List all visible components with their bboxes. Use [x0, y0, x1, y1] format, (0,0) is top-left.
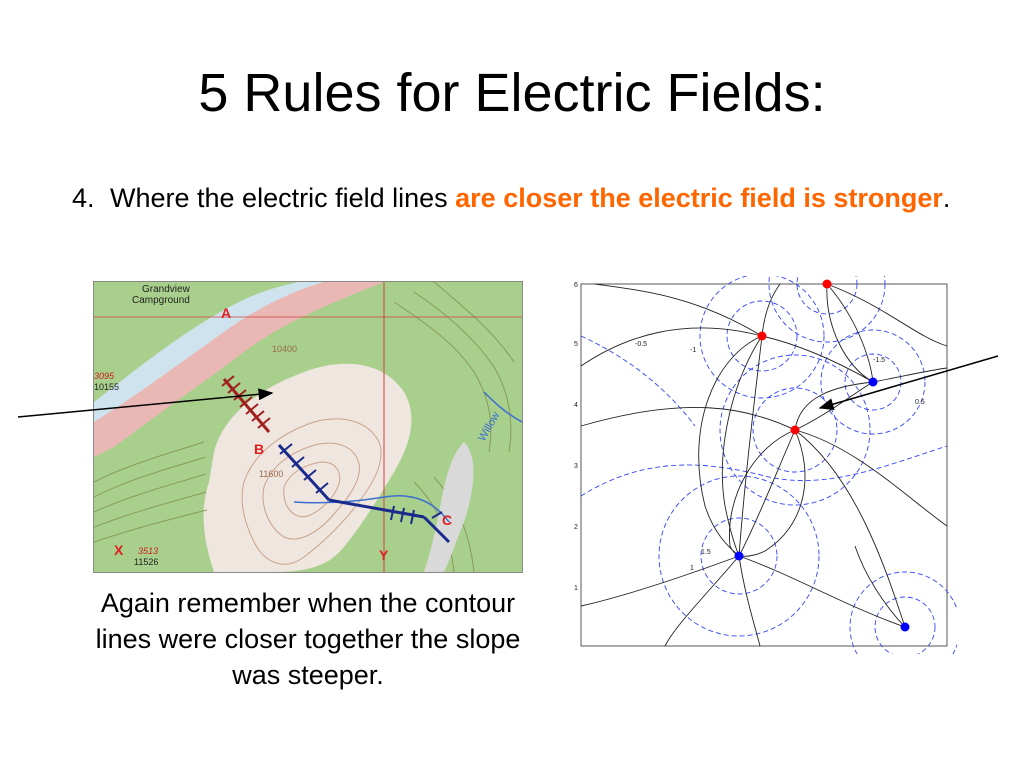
map-place-name-1: Grandview — [142, 284, 191, 295]
positive-charge-1 — [822, 279, 832, 289]
map-elev-1: 3095 — [94, 371, 115, 381]
y-tick-3: 3 — [574, 463, 578, 470]
bullet-text: Where the electric field lines are close… — [72, 180, 992, 216]
bullet-number: 4. — [72, 183, 95, 213]
electric-field-plot: -0.5 -1 -1.5 0.5 1 1.5 1 2 3 4 5 6 1 2 3… — [565, 225, 961, 683]
y-tick-1: 1 — [574, 585, 578, 592]
map-point-x: X — [114, 542, 124, 558]
map-elev-3: 3513 — [138, 546, 158, 556]
electric-field-graphic: -0.5 -1 -1.5 0.5 1 1.5 1 2 3 4 5 6 1 2 3… — [574, 225, 961, 683]
slide-title: 5 Rules for Electric Fields: — [198, 63, 826, 123]
field-label-6: 1.5 — [701, 549, 711, 556]
bullet-text-plain: Where the electric field lines — [110, 183, 456, 213]
y-tick-2: 2 — [574, 524, 578, 531]
map-point-b: B — [254, 441, 264, 457]
negative-charge-1 — [868, 377, 878, 387]
positive-charge-3 — [790, 425, 800, 435]
bullet-text-highlight: are closer the electric field is stronge… — [455, 183, 943, 213]
field-label-4: 0.5 — [915, 399, 925, 406]
map-contour-label: 10400 — [272, 344, 297, 354]
map-point-a: A — [221, 305, 231, 321]
map-point-c: C — [442, 512, 452, 528]
field-label-2: -1 — [690, 347, 696, 354]
y-tick-4: 4 — [574, 402, 578, 409]
positive-charge-2 — [757, 331, 767, 341]
bullet-point: 4. Where the electric field lines are cl… — [72, 180, 992, 216]
negative-charge-3 — [900, 622, 910, 632]
map-contour-label-2: 11600 — [259, 469, 283, 479]
field-label-3: -1.5 — [873, 357, 885, 364]
map-elev-4: 11526 — [134, 557, 158, 567]
topographic-map: Grandview Campground 10400 11600 3095 10… — [93, 281, 523, 573]
map-point-y: Y — [379, 547, 389, 563]
bullet-text-end: . — [942, 183, 951, 213]
caption-text: Again remember when the contour lines we… — [95, 588, 521, 690]
topographic-map-graphic: Grandview Campground 10400 11600 3095 10… — [94, 282, 522, 572]
field-label-5: 1 — [690, 565, 694, 572]
negative-charge-2 — [734, 551, 744, 561]
field-label-1: -0.5 — [635, 341, 647, 348]
y-tick-6: 6 — [574, 282, 578, 289]
y-tick-5: 5 — [574, 341, 578, 348]
map-elev-2: 10155 — [94, 382, 119, 392]
map-place-name-2: Campground — [132, 295, 190, 306]
